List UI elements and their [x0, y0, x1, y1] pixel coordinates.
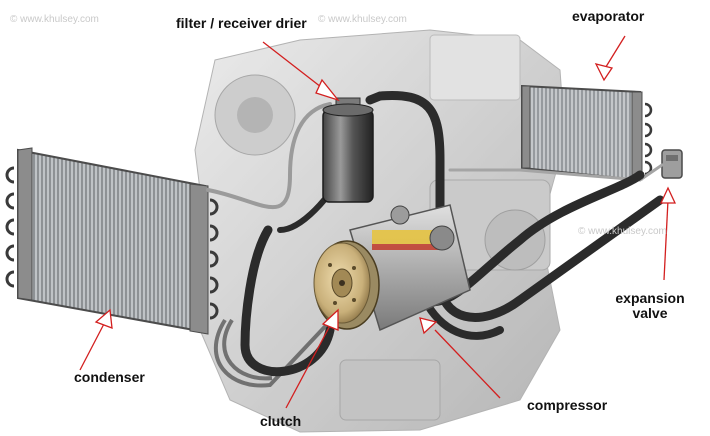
label-expansion-line2: valve: [632, 305, 668, 322]
watermark-top-center: © www.khulsey.com: [318, 14, 407, 25]
receiver-drier: [322, 97, 374, 203]
watermark-top-left: © www.khulsey.com: [10, 14, 99, 25]
clutch-pulley: [313, 240, 380, 330]
watermark-right: © www.khulsey.com: [578, 226, 667, 237]
arrow-compressor: [419, 317, 501, 399]
drive-belt: [213, 298, 352, 388]
label-condenser: condenser: [74, 369, 145, 385]
label-clutch: clutch: [260, 413, 302, 429]
arrow-expansion-valve: [659, 186, 677, 281]
condenser-core: [5, 147, 219, 335]
evaporator-core: [521, 84, 653, 182]
callout-arrows: [79, 35, 677, 409]
arrow-condenser: [79, 308, 113, 371]
label-filter-receiver-drier: filter / receiver drier: [176, 15, 307, 31]
arrow-clutch: [285, 308, 339, 409]
label-evaporator: evaporator: [572, 8, 645, 24]
arrow-filter: [262, 41, 340, 102]
label-expansion-valve: expansion valve: [611, 290, 689, 322]
label-expansion-line1: expansion: [615, 290, 685, 306]
compressor-body: [349, 204, 471, 332]
expansion-valve-body: [661, 149, 683, 179]
label-compressor: compressor: [527, 397, 608, 413]
arrow-evaporator: [594, 35, 626, 82]
